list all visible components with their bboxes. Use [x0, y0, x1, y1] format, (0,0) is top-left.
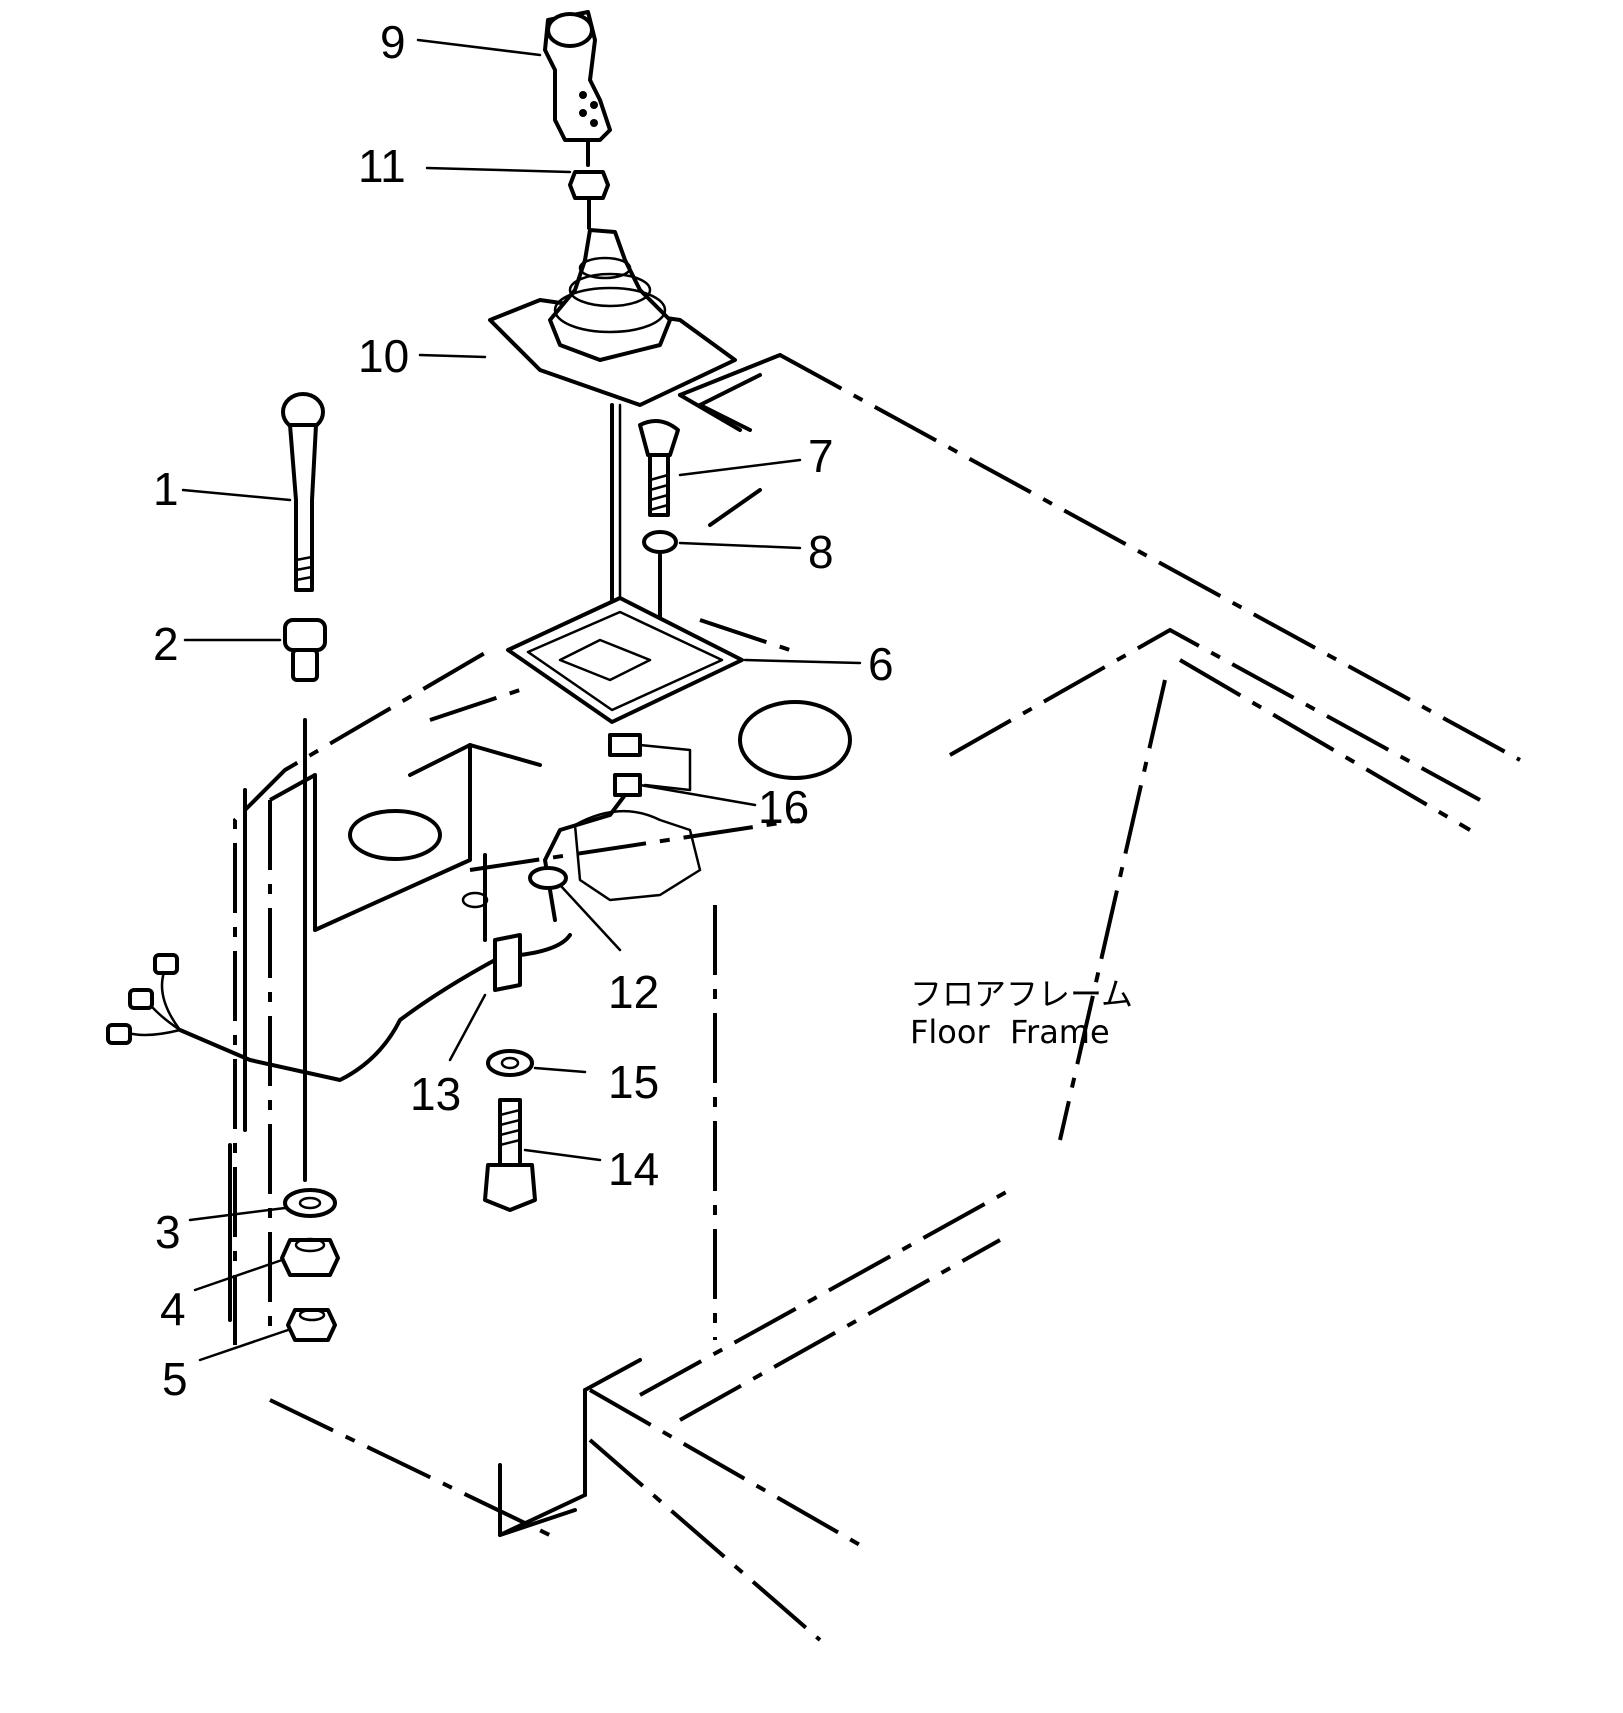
part-3-washer	[283, 1188, 337, 1218]
callout-6: 6	[868, 638, 894, 690]
callout-14: 14	[608, 1143, 659, 1195]
callout-2: 2	[153, 618, 179, 670]
callout-13: 13	[410, 1068, 461, 1120]
callout-8: 8	[808, 526, 834, 578]
callout-15: 15	[608, 1056, 659, 1108]
part-4-nut	[280, 1237, 340, 1277]
callout-5: 5	[162, 1353, 188, 1405]
callout-9: 9	[380, 16, 406, 68]
part-6-cover-plate	[506, 596, 744, 724]
part-2-bushing	[283, 618, 327, 1182]
callout-3: 3	[155, 1206, 181, 1258]
floor-frame-outline	[228, 353, 1521, 1642]
callout-1: 1	[153, 463, 179, 515]
callout-7: 7	[808, 430, 834, 482]
part-8-washer	[642, 530, 678, 622]
part-7-bolt	[638, 419, 680, 517]
floor-frame-label-japanese: フロアフレーム	[910, 975, 1133, 1013]
part-16-connector	[543, 733, 692, 922]
part-14-bolt	[483, 1098, 537, 1212]
callout-16: 16	[758, 781, 809, 833]
part-1-lever	[281, 392, 325, 592]
part-9-control-knob	[543, 10, 612, 167]
callout-4: 4	[160, 1283, 186, 1335]
part-11-nut	[568, 170, 610, 230]
callout-10: 10	[358, 330, 409, 382]
callout-11: 11	[358, 140, 406, 192]
callout-12: 12	[608, 966, 659, 1018]
part-15-washer	[486, 1049, 534, 1077]
part-13-harness-clamp	[106, 853, 572, 1082]
part-5-nut	[286, 1308, 337, 1342]
part-12-grommet	[528, 809, 702, 902]
floor-frame-label-english: Floor Frame	[910, 1013, 1110, 1051]
